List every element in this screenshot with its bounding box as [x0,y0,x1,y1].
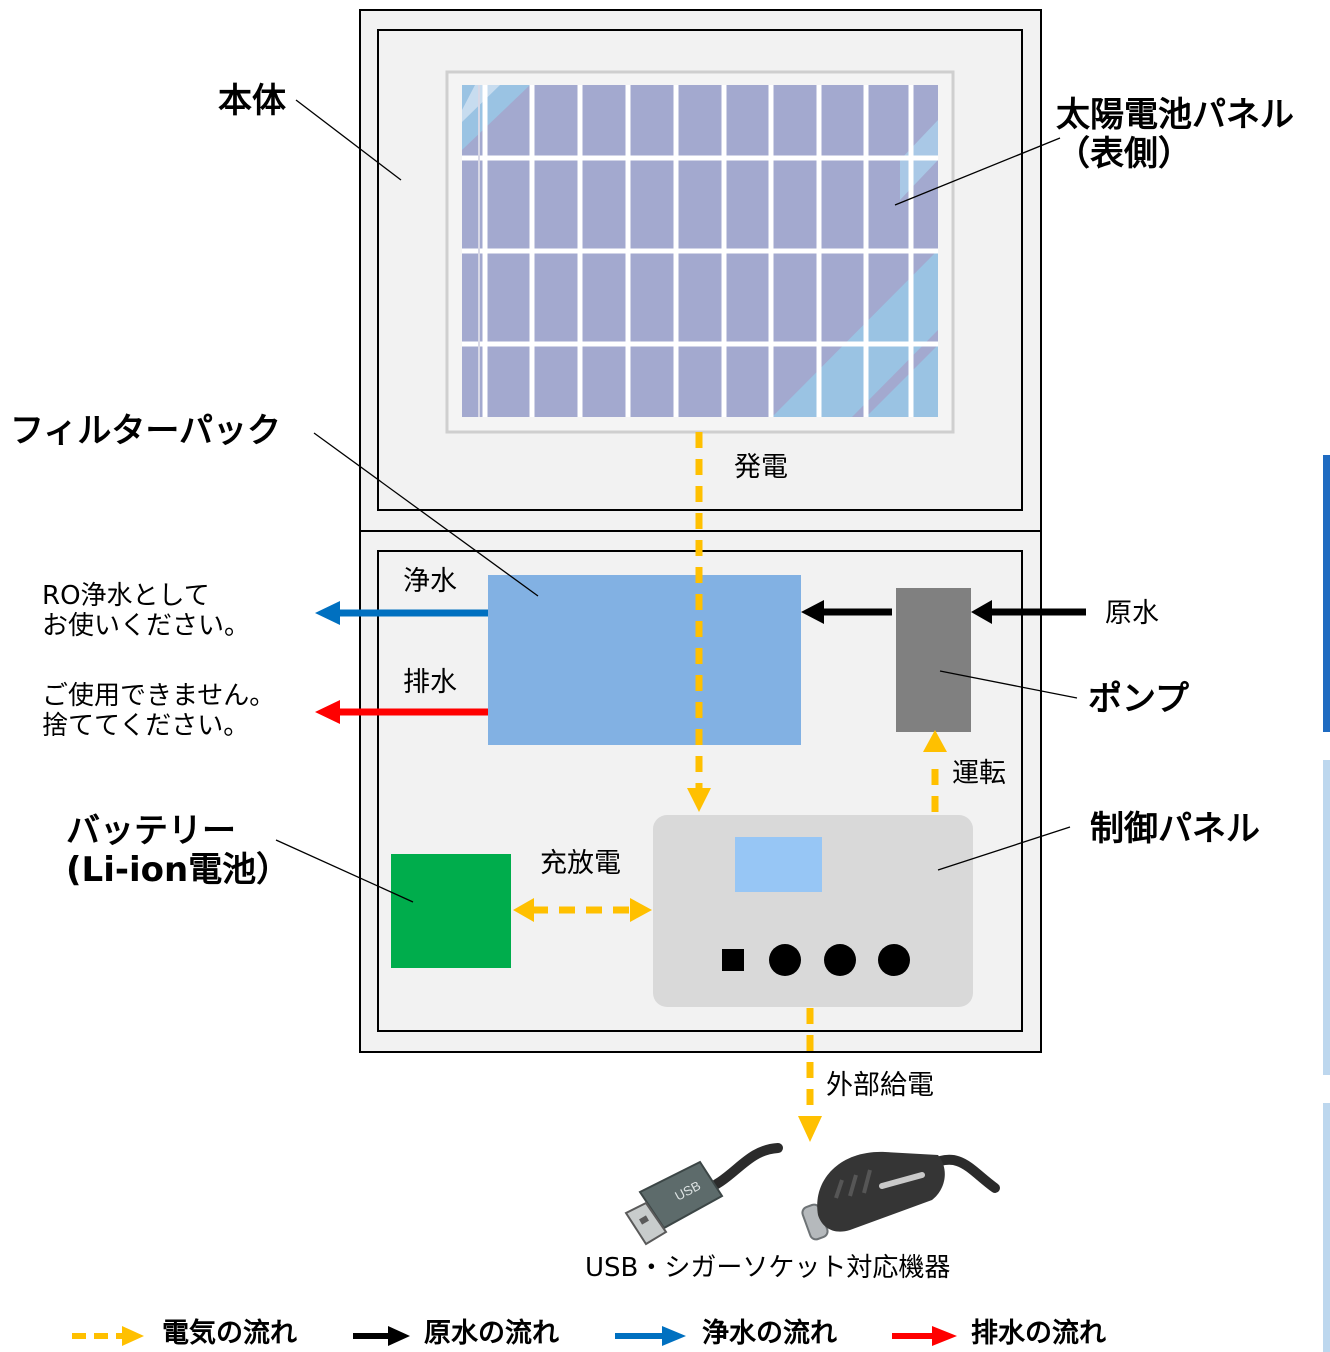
usb-plug-icon: USB [624,1143,783,1246]
control-stop-button [722,949,744,971]
control-panel-screen [735,837,822,892]
label-pump: ポンプ [1088,679,1189,719]
label-purified-water: 浄水 [403,566,457,597]
control-button-2 [824,944,856,976]
legend-purified-symbol [615,1326,686,1346]
leader-body [295,99,402,181]
label-control-panel: 制御パネル [1090,809,1260,849]
control-button-3 [878,944,910,976]
arrow-raw-water [801,600,1086,624]
filter-pack [488,575,801,745]
label-ro-note: RO浄水として お使いください。 [42,581,251,641]
label-devices: USB・シガーソケット対応機器 [585,1253,951,1283]
label-charge-discharge: 充放電 [540,848,621,879]
label-filter-pack: フィルターパック [10,411,281,451]
leader-solar [894,137,1061,206]
control-button-1 [769,944,801,976]
label-battery: バッテリー (Li-ion電池） [66,811,291,891]
legend-electric-symbol [72,1326,144,1346]
solar-panel [445,70,955,434]
leader-pump [939,670,1078,699]
label-operation: 運転 [952,758,1006,789]
leader-filter [313,432,539,597]
side-tab-1 [1323,455,1330,732]
legend-electric-label: 電気の流れ [162,1318,297,1349]
label-external-supply: 外部給電 [826,1070,934,1101]
label-solar-panel: 太陽電池パネル （表側） [1056,95,1294,175]
control-panel [653,815,973,1007]
label-body: 本体 [218,81,286,121]
arrow-purified-water [315,601,488,625]
legend-purified-label: 浄水の流れ [702,1318,837,1349]
label-raw-water: 原水 [1105,598,1159,629]
pump [896,588,971,732]
label-generation: 発電 [734,452,788,483]
legend-drain-label: 排水の流れ [971,1318,1106,1349]
label-drain-water: 排水 [403,667,457,698]
battery [391,854,511,968]
panel-grid [462,85,938,417]
leader-battery [275,839,414,903]
legend-drain-symbol [892,1326,957,1346]
side-tab-2 [1323,760,1330,1075]
cigarette-plug-icon [801,1151,1000,1241]
leader-control [937,826,1071,871]
legend-raw-symbol [353,1326,410,1346]
arrow-drain-water [315,700,488,724]
side-tab-3 [1323,1103,1330,1352]
label-drain-note: ご使用できません。 捨ててください。 [42,681,276,741]
legend-raw-label: 原水の流れ [424,1318,559,1349]
